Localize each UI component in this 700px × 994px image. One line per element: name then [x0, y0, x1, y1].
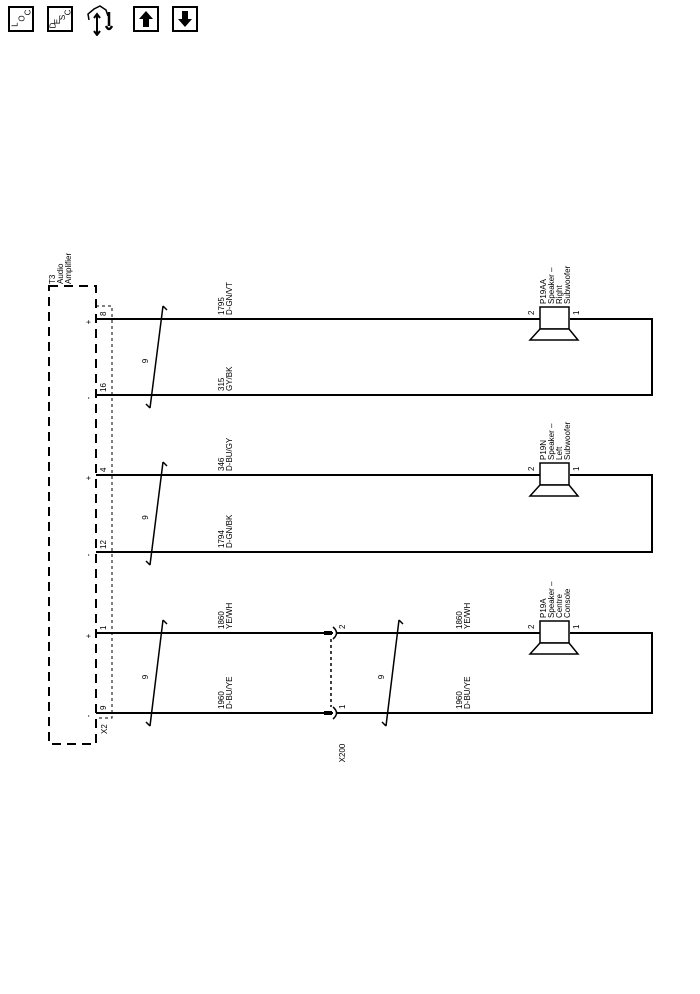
amplifier-label: T3 — [48, 274, 57, 284]
pin-label: 16 — [99, 383, 108, 392]
connector-terminal — [324, 711, 332, 715]
arrow-up-icon — [139, 11, 153, 27]
polarity-minus: - — [84, 396, 93, 399]
pin-label: 1 — [572, 310, 581, 315]
wire-negative — [96, 632, 653, 714]
pin-label: 9 — [99, 705, 108, 710]
connector-terminal — [324, 631, 332, 635]
speaker-label: Console — [563, 588, 572, 618]
circuit-number: 315 — [217, 377, 226, 391]
amplifier-label: Audio — [56, 263, 65, 284]
speaker-cone — [528, 328, 580, 341]
desc-button[interactable]: D E S C — [47, 6, 73, 32]
desc-letter: S — [58, 14, 68, 21]
pin-label: 2 — [527, 624, 536, 629]
wire-negative — [96, 474, 653, 553]
x2-connector-outline — [96, 305, 113, 719]
circuit-number: 1860 — [455, 611, 464, 629]
x200-label: X200 — [338, 743, 347, 762]
speaker-magnet — [539, 462, 570, 486]
previous-page-button[interactable] — [133, 6, 159, 32]
connector-socket — [332, 706, 338, 720]
wire-color: YE/WH — [225, 603, 234, 629]
twist-count-label: 9 — [141, 515, 150, 520]
speaker-magnet — [539, 620, 570, 644]
x2-connector-label: X2 — [100, 724, 109, 734]
polarity-plus: + — [84, 319, 93, 324]
speaker-label: Subwoofer — [563, 421, 572, 460]
speaker-label: Right — [555, 285, 564, 304]
loc-letter: O — [17, 15, 27, 22]
twist-count-label: 9 — [141, 674, 150, 679]
pin-label: 4 — [99, 467, 108, 472]
speaker-label: Centre — [555, 593, 564, 618]
polarity-plus: + — [84, 475, 93, 480]
circuit-number: 346 — [217, 457, 226, 471]
twist-count-label: 9 — [377, 674, 386, 679]
loc-button[interactable]: L O C — [8, 6, 34, 32]
connector-socket — [332, 626, 338, 640]
wire-color: YE/WH — [463, 603, 472, 629]
circuit-number: 1960 — [217, 691, 226, 709]
pin-label: 2 — [527, 310, 536, 315]
wire-negative — [96, 318, 653, 396]
pin-label: 12 — [99, 540, 108, 549]
pin-label: 1 — [572, 624, 581, 629]
wire-color: D-BU/YE — [225, 677, 234, 709]
loc-letter: C — [23, 9, 33, 16]
polarity-minus: - — [84, 553, 93, 556]
wire-color: D-BU/YE — [463, 677, 472, 709]
speaker-cone — [528, 642, 580, 655]
polarity-minus: - — [84, 714, 93, 717]
speaker-cone — [528, 484, 580, 497]
arrow-down-icon — [178, 11, 192, 27]
pin-label: 1 — [338, 704, 347, 709]
twisted-pair-marker — [381, 619, 404, 727]
pin-label: 2 — [338, 624, 347, 629]
circuit-number: 1794 — [217, 530, 226, 548]
service-info-icon[interactable] — [86, 4, 120, 36]
loc-letter: L — [10, 22, 20, 27]
pin-label: 1 — [99, 625, 108, 630]
desc-letter: C — [63, 9, 73, 16]
speaker-magnet — [539, 306, 570, 330]
twisted-pair-marker — [145, 461, 168, 566]
speaker-label: Speaker – — [547, 267, 556, 304]
wire-color: D-GN/VT — [225, 282, 234, 315]
polarity-plus: + — [84, 633, 93, 638]
speaker-label: Speaker – — [547, 423, 556, 460]
circuit-number: 1960 — [455, 691, 464, 709]
speaker-label: Subwoofer — [563, 265, 572, 304]
speaker-label: Left — [555, 446, 564, 460]
amplifier-label: Amplifier — [64, 253, 73, 284]
wire-color: D-BU/GY — [225, 437, 234, 471]
pin-label: 8 — [99, 311, 108, 316]
circuit-number: 1795 — [217, 297, 226, 315]
audio-amplifier: T3 Audio Amplifier X2 — [48, 253, 113, 745]
speaker-label: P19AA — [539, 278, 548, 304]
twisted-pair-marker — [145, 305, 168, 409]
speaker-label: P19N — [539, 440, 548, 460]
twist-count-label: 9 — [141, 358, 150, 363]
wire-color: GY/BK — [225, 366, 234, 391]
pin-label: 1 — [572, 466, 581, 471]
next-page-button[interactable] — [172, 6, 198, 32]
wire-color: D-GN/BK — [225, 514, 234, 548]
speaker-label: Speaker – — [547, 581, 556, 618]
circuit-number: 1860 — [217, 611, 226, 629]
pin-label: 2 — [527, 466, 536, 471]
twisted-pair-marker — [145, 619, 168, 727]
speaker-label: P19A — [539, 598, 548, 618]
